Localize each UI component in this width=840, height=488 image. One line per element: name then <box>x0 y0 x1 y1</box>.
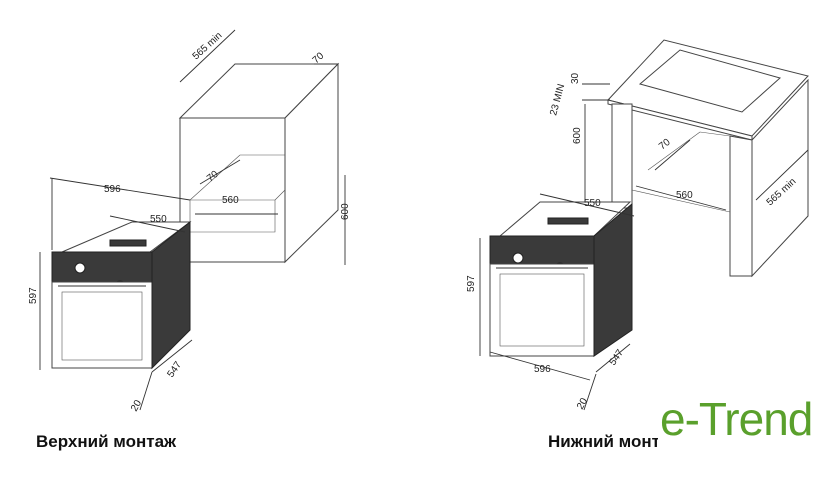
right-height-label: 600 <box>572 127 583 144</box>
left-cab-height-label: 600 <box>340 203 351 220</box>
left-oven-knob-icon <box>74 262 86 274</box>
right-oven-knob-icon <box>512 252 524 264</box>
left-cabinet <box>178 29 346 265</box>
caption-lower-installation: Нижний монтаж <box>548 432 658 451</box>
left-oven-control-panel <box>51 251 153 283</box>
left-inner-width-label: 560 <box>222 195 239 206</box>
right-oven-door <box>489 263 595 357</box>
right-min-gap-label: 23 MIN <box>548 83 567 117</box>
left-oven-vent <box>109 239 147 247</box>
right-inner-gap-label: 70 <box>657 137 673 153</box>
right-front-label: 20 <box>575 396 590 412</box>
right-oven-control-panel <box>489 235 595 265</box>
e-trend-logo: e-Trend <box>660 393 813 445</box>
left-oven-width-label: 596 <box>104 184 121 195</box>
right-oven-height-label: 597 <box>466 275 477 292</box>
right-cabinet <box>582 39 809 278</box>
right-top-gap-label: 30 <box>570 72 581 84</box>
caption-upper-installation: Верхний монтаж <box>36 432 177 451</box>
right-oven-width-label: 596 <box>534 364 551 375</box>
left-front-label: 20 <box>129 398 144 414</box>
left-oven <box>39 177 193 411</box>
left-oven-depth-label: 550 <box>150 214 167 225</box>
left-oven-depth2-label: 547 <box>165 359 184 379</box>
right-oven-depth2-label: 547 <box>607 347 626 367</box>
left-cab-depth-label: 565 min <box>191 30 225 62</box>
right-inner-width-label: 560 <box>676 190 693 201</box>
left-oven-height-label: 597 <box>28 287 39 304</box>
right-oven-vent <box>547 217 589 225</box>
right-oven-depth-label: 550 <box>584 198 601 209</box>
right-oven <box>479 193 635 411</box>
left-oven-door <box>51 281 153 369</box>
